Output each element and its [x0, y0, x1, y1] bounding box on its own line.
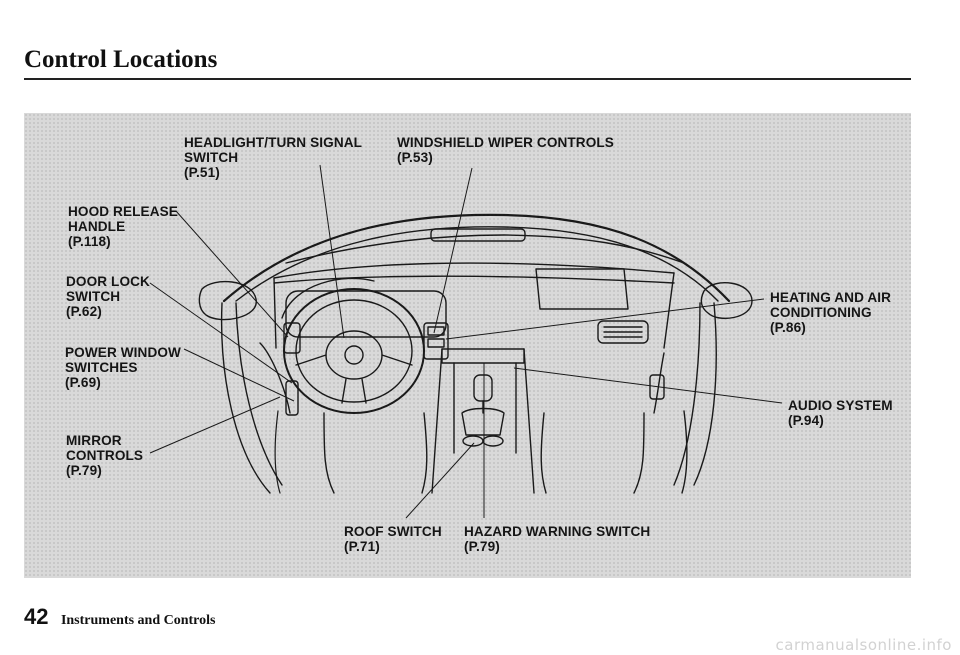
right-side-mirror	[700, 282, 753, 320]
callout-door-lock-line-3: (P.62)	[66, 304, 102, 319]
callout-roof-line-1: ROOF SWITCH	[344, 524, 442, 539]
leader-power-window	[183, 348, 295, 402]
callout-hood-line-2: HANDLE	[68, 219, 126, 234]
leader-wiper	[433, 167, 473, 334]
callout-mirror-line-2: CONTROLS	[66, 448, 144, 463]
callout-hazard: HAZARD WARNING SWITCH (P.79)	[464, 524, 650, 554]
callout-power-window: POWER WINDOW SWITCHES (P.69)	[65, 345, 181, 390]
windshield-frame	[222, 213, 731, 303]
section-name: Instruments and Controls	[60, 613, 216, 628]
leader-hood	[175, 210, 289, 338]
callout-roof: ROOF SWITCH (P.71)	[344, 524, 442, 554]
horn-pad	[325, 330, 383, 380]
leader-roof	[405, 442, 475, 519]
callout-hazard-line-1: HAZARD WARNING SWITCH	[464, 524, 651, 539]
callout-headlight: HEADLIGHT/TURN SIGNAL SWITCH (P.51)	[184, 135, 362, 180]
steering-wheel	[283, 288, 425, 414]
callout-power-window-line-1: POWER WINDOW	[65, 345, 181, 360]
callout-hood-line-3: (P.118)	[68, 234, 111, 249]
leader-headlight	[319, 164, 345, 339]
page-number: 42	[24, 604, 49, 629]
callout-audio-line-2: (P.94)	[788, 413, 824, 428]
callout-wiper: WINDSHIELD WIPER CONTROLS (P.53)	[397, 135, 614, 165]
callout-hood-line-1: HOOD RELEASE	[68, 204, 178, 219]
callout-heating-line-1: HEATING AND AIR	[770, 290, 892, 305]
page-title: Control Locations	[24, 46, 218, 73]
callout-hood: HOOD RELEASE HANDLE (P.118)	[68, 204, 178, 249]
callout-mirror: MIRROR CONTROLS (P.79)	[66, 433, 143, 478]
callout-hazard-line-2: (P.79)	[464, 539, 500, 554]
instrument-cluster	[285, 290, 447, 338]
control-locations-diagram: HEADLIGHT/TURN SIGNAL SWITCH (P.51) WIND…	[24, 113, 911, 578]
callout-wiper-line-2: (P.53)	[397, 150, 433, 165]
callout-door-lock: DOOR LOCK SWITCH (P.62)	[66, 274, 150, 319]
callout-headlight-line-3: (P.51)	[184, 165, 220, 180]
leader-heating	[445, 298, 765, 340]
callout-headlight-line-2: SWITCH	[184, 150, 239, 165]
callout-headlight-line-1: HEADLIGHT/TURN SIGNAL	[184, 135, 363, 150]
callout-audio: AUDIO SYSTEM (P.94)	[788, 398, 893, 428]
leader-audio	[513, 367, 783, 404]
leader-mirror	[149, 396, 281, 454]
watermark: carmanualsonline.info	[775, 636, 952, 654]
callout-mirror-line-1: MIRROR	[66, 433, 122, 448]
callout-heating-line-3: (P.86)	[770, 320, 806, 335]
callout-power-window-line-3: (P.69)	[65, 375, 101, 390]
callout-heating-line-2: CONDITIONING	[770, 305, 872, 320]
callout-heating: HEATING AND AIR CONDITIONING (P.86)	[770, 290, 891, 335]
callout-power-window-line-2: SWITCHES	[65, 360, 138, 375]
callout-door-lock-line-2: SWITCH	[66, 289, 121, 304]
leader-door-lock	[149, 282, 293, 384]
callout-roof-line-2: (P.71)	[344, 539, 380, 554]
rearview-mirror	[430, 228, 526, 242]
callout-door-lock-line-1: DOOR LOCK	[66, 274, 150, 289]
title-rule	[24, 78, 911, 80]
gear-shifter	[473, 374, 493, 402]
page-footer: 42 Instruments and Controls	[24, 604, 215, 630]
callout-wiper-line-1: WINDSHIELD WIPER CONTROLS	[397, 135, 614, 150]
callout-audio-line-1: AUDIO SYSTEM	[788, 398, 893, 413]
dashboard-illustration	[149, 164, 783, 519]
left-side-mirror	[198, 280, 257, 321]
callout-mirror-line-3: (P.79)	[66, 463, 102, 478]
